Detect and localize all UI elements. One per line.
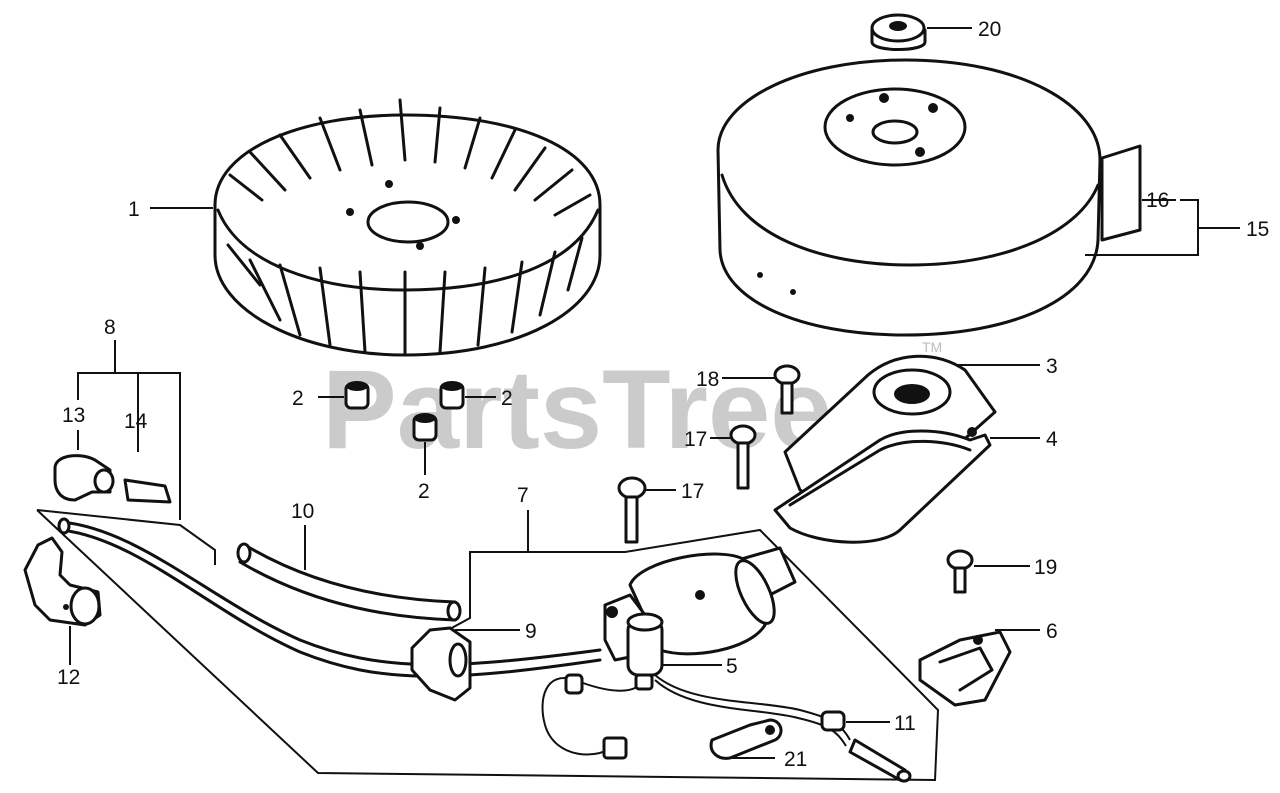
ignition-coil bbox=[603, 546, 797, 677]
callout-21: 21 bbox=[784, 748, 807, 771]
tube-10 bbox=[236, 542, 462, 622]
callout-11: 11 bbox=[894, 712, 916, 735]
callout-10: 10 bbox=[291, 500, 314, 523]
callout-8: 8 bbox=[104, 316, 116, 339]
callout-2-right: 2 bbox=[501, 387, 513, 410]
callout-17-lower: 17 bbox=[681, 480, 704, 503]
fan-cover bbox=[716, 58, 1102, 337]
watermark: PartsTree bbox=[322, 347, 833, 472]
elbow-13 bbox=[53, 454, 115, 502]
gasket bbox=[773, 429, 992, 544]
spark-plug-cap bbox=[23, 536, 102, 627]
callout-12: 12 bbox=[57, 666, 80, 689]
wire-clamp-21 bbox=[709, 718, 783, 760]
callout-6: 6 bbox=[1046, 620, 1058, 643]
coil-wires bbox=[541, 673, 851, 760]
callout-13: 13 bbox=[62, 404, 85, 427]
flywheel bbox=[213, 98, 602, 357]
callout-7: 7 bbox=[517, 484, 529, 507]
assembly-outline bbox=[36, 509, 940, 782]
stop-switch bbox=[918, 630, 1012, 707]
wire-terminal-11 bbox=[820, 710, 912, 783]
cover-tab bbox=[1100, 144, 1142, 242]
callout-2-left: 2 bbox=[292, 387, 304, 410]
callout-9: 9 bbox=[525, 620, 537, 643]
callout-17-upper: 17 bbox=[684, 428, 707, 451]
spacer-right bbox=[439, 381, 465, 410]
flywheel-nut bbox=[870, 13, 927, 51]
callout-20: 20 bbox=[978, 18, 1001, 41]
clip-14 bbox=[123, 478, 172, 504]
callout-19: 19 bbox=[1034, 556, 1057, 579]
bolt-17-lower bbox=[617, 476, 647, 544]
callout-5: 5 bbox=[726, 655, 738, 678]
callout-4: 4 bbox=[1046, 428, 1058, 451]
callout-2-bottom: 2 bbox=[418, 480, 430, 503]
high-tension-lead bbox=[57, 517, 602, 678]
callout-16: 16 bbox=[1146, 189, 1169, 212]
callout-15: 15 bbox=[1246, 218, 1269, 241]
callout-3: 3 bbox=[1046, 355, 1058, 378]
spacer-bottom bbox=[412, 413, 438, 442]
bolt-17-upper bbox=[729, 424, 757, 490]
spacer-left bbox=[344, 381, 370, 410]
callout-1: 1 bbox=[128, 198, 140, 221]
bolt-19 bbox=[946, 549, 974, 594]
callout-14: 14 bbox=[124, 410, 148, 433]
callout-18: 18 bbox=[696, 368, 719, 391]
grommet-9 bbox=[410, 626, 472, 702]
watermark-trademark: TM bbox=[922, 339, 942, 355]
bolt-18 bbox=[773, 364, 801, 415]
